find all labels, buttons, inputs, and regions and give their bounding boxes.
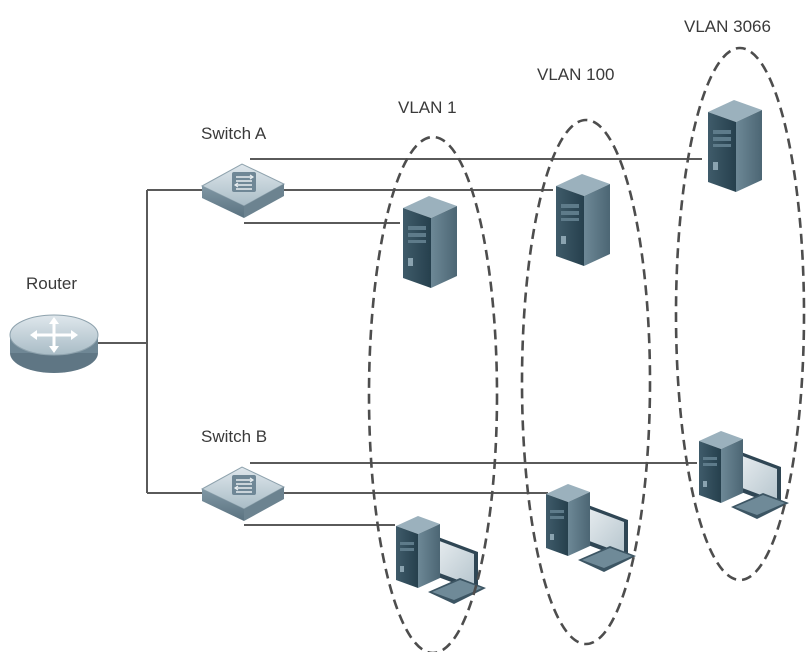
router-icon [8, 313, 100, 375]
switch-a-label: Switch A [201, 124, 267, 143]
server-vlan1-icon [403, 196, 457, 288]
router-label: Router [26, 274, 78, 293]
connection-lines [96, 158, 702, 526]
vlan-100-label: VLAN 100 [537, 65, 615, 84]
vlan-1-label: VLAN 1 [398, 98, 457, 117]
server-vlan3066-icon [708, 100, 762, 192]
vlan-100-boundary [520, 118, 652, 646]
vlan-3066-label: VLAN 3066 [684, 17, 771, 36]
pc-vlan3066-icon [699, 431, 789, 519]
pc-vlan1-icon [396, 516, 486, 604]
switch-b-label: Switch B [201, 427, 268, 446]
server-vlan100-icon [556, 174, 610, 266]
switch-a-icon [201, 163, 285, 219]
pc-vlan100-icon [546, 484, 636, 572]
vlan-3066-boundary [674, 46, 806, 582]
switch-b-icon [201, 466, 285, 522]
